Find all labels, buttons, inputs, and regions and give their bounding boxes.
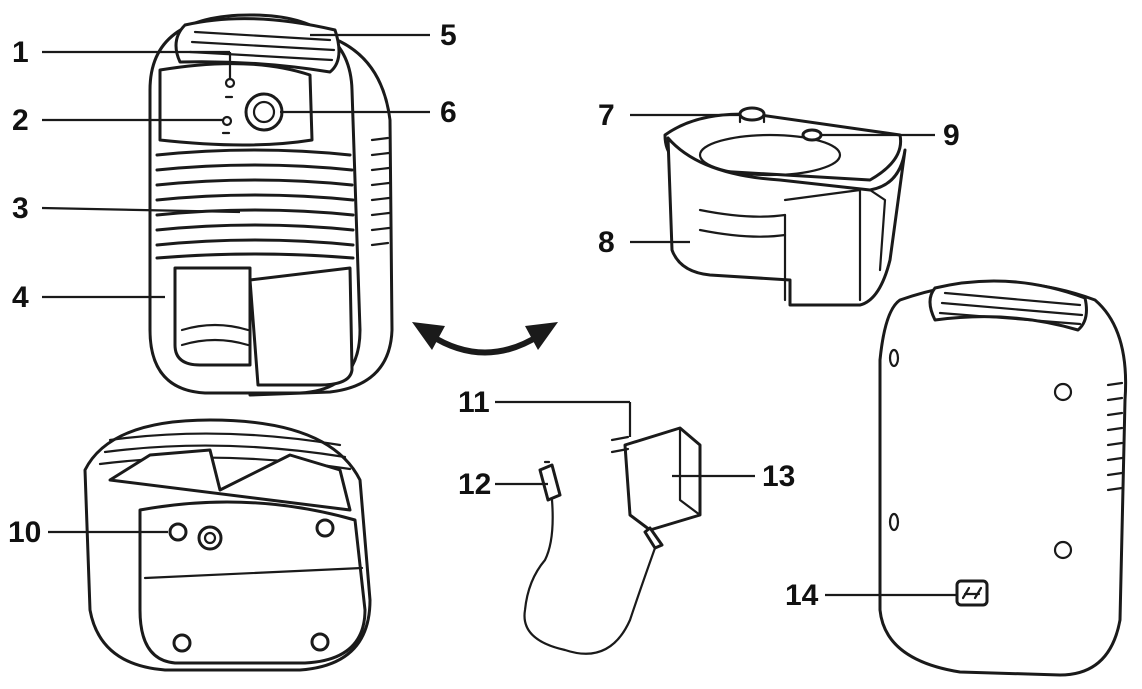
callout-7: 7 <box>598 99 615 132</box>
callout-11: 11 <box>458 386 490 419</box>
callout-10: 10 <box>8 516 41 549</box>
callout-13: 13 <box>762 460 795 493</box>
double-curved-arrow-icon <box>412 322 558 356</box>
callout-2: 2 <box>12 104 29 137</box>
callout-9: 9 <box>943 119 960 152</box>
callout-1: 1 <box>12 36 29 69</box>
power-adapter-illustration <box>523 426 702 655</box>
tank-leader-lines <box>630 113 935 244</box>
callout-12: 12 <box>458 468 491 501</box>
callout-3: 3 <box>12 192 29 225</box>
callout-5: 5 <box>440 19 457 52</box>
dehumidifier-rear-illustration <box>878 279 1128 677</box>
front-leader-lines <box>41 33 430 299</box>
callout-14: 14 <box>785 579 819 612</box>
callout-6: 6 <box>440 96 457 129</box>
callout-8: 8 <box>598 226 615 259</box>
dehumidifier-bottom-illustration <box>83 418 372 672</box>
water-tank-illustration <box>663 106 907 307</box>
dehumidifier-front-illustration <box>148 13 394 397</box>
callout-4: 4 <box>12 281 29 314</box>
adapter-leader-lines <box>495 400 755 486</box>
